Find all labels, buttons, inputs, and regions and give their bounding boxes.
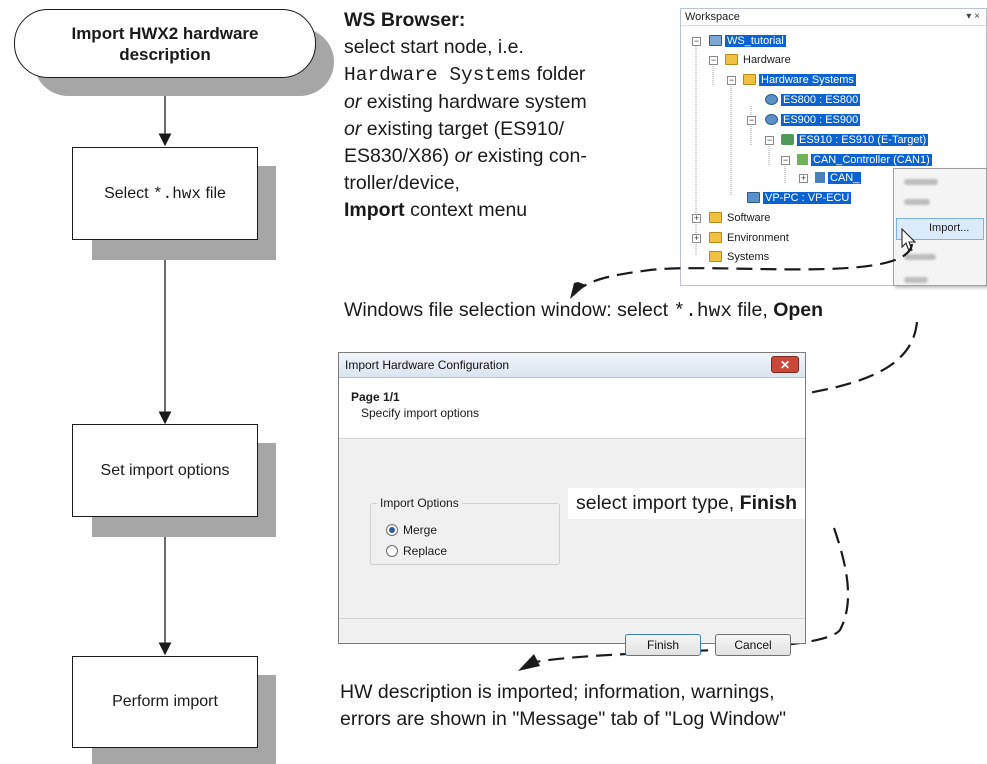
- cancel-button[interactable]: Cancel: [715, 634, 791, 656]
- desc-line-7: Import context menu: [344, 199, 528, 221]
- desc-line-2: Hardware Systems folder: [344, 63, 586, 86]
- folder-icon: [743, 74, 756, 85]
- desc-line-5: ES830/X86) or existing con-: [344, 145, 587, 167]
- folder-icon: [709, 251, 722, 262]
- dialog-titlebar: Import Hardware Configuration ✕: [339, 353, 805, 378]
- import-options-group: [370, 503, 560, 565]
- tree-node-vp-pc[interactable]: VP-PC : VP-ECU: [747, 190, 852, 206]
- expand-environment[interactable]: +: [692, 233, 701, 243]
- file-pattern-code: *.hwx: [153, 184, 202, 203]
- finish-button[interactable]: Finish: [625, 634, 701, 656]
- target-icon: [781, 134, 794, 145]
- expand-ws-tutorial[interactable]: −: [692, 36, 701, 46]
- context-menu: Import...: [893, 168, 987, 286]
- workspace-icon: [709, 35, 722, 46]
- desc-line-6: troller/device,: [344, 172, 460, 194]
- expand-es910[interactable]: −: [765, 135, 774, 145]
- expand-software[interactable]: +: [692, 213, 701, 223]
- pc-icon: [747, 192, 760, 203]
- menu-item-import-label: Import...: [929, 222, 970, 234]
- workspace-title: Workspace: [685, 11, 740, 23]
- folder-icon: [709, 212, 722, 223]
- replace-label[interactable]: Replace: [403, 544, 448, 558]
- tree-node-systems[interactable]: Systems: [709, 249, 771, 265]
- menu-item-import[interactable]: Import...: [896, 218, 984, 240]
- arrowhead-fileselect: [570, 282, 586, 299]
- ws-browser-description: WS Browser: select start node, i.e. Hard…: [344, 7, 674, 224]
- tree-node-software[interactable]: Software: [709, 210, 772, 226]
- step-select-label: Select *.hwx file: [104, 184, 226, 203]
- step-perform-label: Perform import: [112, 693, 218, 710]
- hardware-icon: [765, 114, 778, 125]
- desc-line-3: or existing hardware system: [344, 91, 587, 113]
- import-options-label: Import Options: [377, 496, 462, 510]
- dialog-title: Import Hardware Configuration: [345, 358, 510, 372]
- workspace-header: Workspace ▾ ×: [681, 9, 986, 26]
- expand-hardware-systems[interactable]: −: [727, 75, 736, 85]
- step-set-import-options: Set import options: [72, 424, 258, 517]
- hardware-icon: [765, 94, 778, 105]
- merge-radio[interactable]: [386, 524, 398, 536]
- merge-label[interactable]: Merge: [403, 523, 438, 537]
- menu-item-blurred[interactable]: [904, 254, 936, 260]
- tree-node-es910[interactable]: ES910 : ES910 (E-Target): [781, 132, 929, 148]
- file-selection-caption: Windows file selection window: select *.…: [344, 299, 824, 322]
- import-type-caption: select import type, Finish: [568, 488, 806, 519]
- tree-node-ws-tutorial[interactable]: WS_tutorial: [709, 33, 786, 49]
- start-label-line1: Import HWX2 hardware: [71, 23, 259, 43]
- expand-can-controller[interactable]: −: [781, 155, 790, 165]
- menu-item-blurred[interactable]: [904, 199, 930, 205]
- tree-node-es800[interactable]: ES800 : ES800: [765, 92, 861, 108]
- tree-node-environment[interactable]: Environment: [709, 230, 791, 246]
- result-line-2: errors are shown in "Message" tab of "Lo…: [340, 708, 787, 730]
- workspace-window-controls[interactable]: ▾ ×: [966, 11, 980, 22]
- step-select-file: Select *.hwx file: [72, 147, 258, 240]
- tree-node-hardware-systems[interactable]: Hardware Systems: [743, 72, 856, 88]
- arrow-menu-to-fileselect: [575, 243, 914, 293]
- desc-line-1: select start node, i.e.: [344, 36, 524, 58]
- start-terminator: Import HWX2 hardware description: [14, 9, 316, 78]
- dialog-close-button[interactable]: ✕: [771, 356, 799, 373]
- arrowhead-result: [518, 654, 540, 671]
- menu-item-blurred[interactable]: [904, 277, 928, 283]
- expand-es900[interactable]: −: [747, 115, 756, 125]
- tree-node-can-controller[interactable]: CAN_Controller (CAN1): [797, 152, 932, 168]
- result-line-1: HW description is imported; information,…: [340, 681, 775, 703]
- file-pattern-code: *.hwx: [673, 300, 732, 322]
- dialog-subtitle: Specify import options: [361, 406, 480, 420]
- dialog-page-label: Page 1/1: [351, 390, 400, 404]
- step-options-label: Set import options: [100, 461, 230, 479]
- tree-node-hardware[interactable]: Hardware: [725, 52, 793, 68]
- finish-bold: Finish: [739, 492, 798, 514]
- device-icon: [815, 172, 825, 183]
- open-bold: Open: [773, 299, 824, 321]
- ws-browser-heading: WS Browser:: [344, 9, 466, 31]
- desc-line-4: or existing target (ES910/: [344, 118, 565, 140]
- start-label-line2: description: [119, 44, 211, 64]
- replace-radio[interactable]: [386, 545, 398, 557]
- arrow-dialog-to-result: [534, 527, 850, 664]
- dialog-header-area: Page 1/1 Specify import options: [339, 378, 805, 439]
- menu-item-blurred[interactable]: [904, 179, 938, 185]
- tree-node-can[interactable]: CAN_: [815, 170, 862, 186]
- expand-hardware[interactable]: −: [709, 55, 718, 65]
- result-caption: HW description is imported; information,…: [340, 679, 786, 733]
- step-perform-import: Perform import: [72, 656, 258, 748]
- folder-icon: [709, 232, 722, 243]
- folder-icon: [725, 54, 738, 65]
- tree-node-es900[interactable]: ES900 : ES900: [765, 112, 861, 128]
- expand-can[interactable]: +: [799, 173, 808, 183]
- dialog-separator: [339, 618, 805, 619]
- controller-icon: [797, 154, 808, 165]
